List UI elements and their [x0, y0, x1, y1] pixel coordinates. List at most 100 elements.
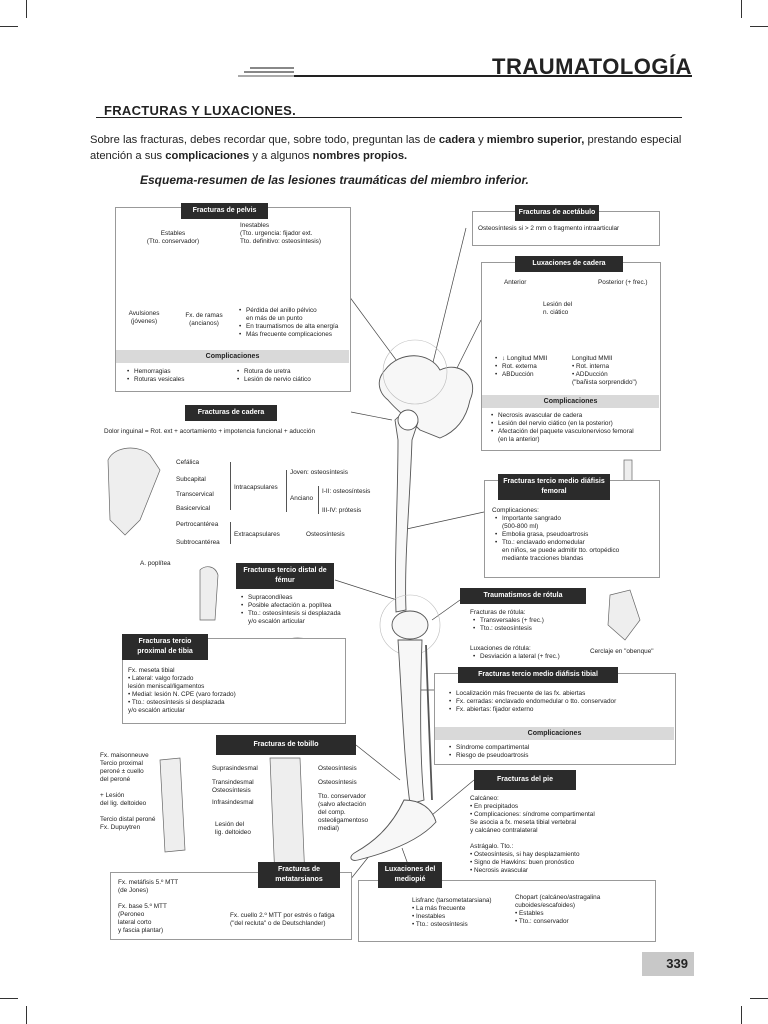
- acetabulum-text: Osteosíntesis si > 2 mm o fragmento intr…: [478, 225, 620, 232]
- list-item: Localización más frecuente de las fx. ab…: [449, 690, 680, 698]
- midfoot-title: Luxaciones del mediopié: [378, 862, 442, 888]
- ankle-infrasyndesmal: Infrasindesmal: [212, 799, 254, 806]
- ankle-conservative: Tto. conservador (salvo afectación del c…: [318, 793, 369, 832]
- femur-shaft-list: Importante sangrado (500-800 ml) Embolia…: [494, 515, 664, 563]
- list-item: Importante sangrado (500-800 ml): [495, 515, 664, 531]
- list-item: Necrosis avascular de cadera: [491, 412, 668, 420]
- pelvis-unstable: Inestables (Tto. urgencia: fijador ext. …: [240, 222, 321, 245]
- list-item: Síndrome compartimental: [449, 744, 656, 752]
- hip-luxation-title: Luxaciones de cadera: [515, 256, 623, 272]
- list-item: Lesión de nervio ciático: [237, 376, 354, 384]
- ankle-fractures-title: Fracturas de tobillo: [216, 735, 356, 755]
- distal-femur-list: Supracondíleas Posible afectación a. pop…: [240, 594, 378, 626]
- list-item: Roturas vesicales: [127, 376, 234, 384]
- metatarsal-base: Fx. base 5.º MTT (Peroneo lateral corto …: [118, 903, 167, 934]
- schema-title: Esquema-resumen de las lesiones traumáti…: [140, 173, 529, 187]
- patella-lux-label: Luxaciones de rótula:: [470, 645, 531, 652]
- femur-shaft-comp-label: Complicaciones:: [492, 507, 539, 514]
- hip-fx-intracapsular: Intracapsulares: [234, 484, 278, 491]
- patella-lux-list: Desviación a lateral (+ frec.): [472, 653, 600, 661]
- list-item: Desviación a lateral (+ frec.): [473, 653, 600, 661]
- tibia-proximal-text: Fx. meseta tibial • Lateral: valgo forza…: [128, 667, 236, 714]
- header-rule: [294, 75, 692, 77]
- femur-shaft-title: Fracturas tercio medio diáfisis femoral: [498, 474, 610, 500]
- bracket-line: [286, 470, 287, 512]
- hip-fx-label: Subcapital: [176, 476, 206, 483]
- tibia-mid-list: Localización más frecuente de las fx. ab…: [448, 690, 680, 714]
- hip-fractures-title: Fracturas de cadera: [185, 405, 277, 421]
- pelvis-complications-title: Complicaciones: [116, 350, 349, 363]
- list-item: Lesión del nervio ciático (en la posteri…: [491, 420, 668, 428]
- section-title: FRACTURAS Y LUXACIONES.: [104, 103, 297, 118]
- distal-femur-title: Fracturas tercio distal de fémur: [236, 563, 334, 589]
- ankle-suprasyndesmal: Suprasindesmal: [212, 765, 258, 772]
- patella-fx-label: Fracturas de rótula:: [470, 609, 526, 616]
- metatarsal-jones: Fx. metáfisis 5.º MTT (de Jones): [118, 879, 179, 894]
- list-item: Embolia grasa, pseudoartrosis: [495, 531, 664, 539]
- list-item: Rot. externa: [495, 363, 572, 371]
- foot-fractures-text: Calcáneo: • En precipitados • Complicaci…: [470, 795, 595, 874]
- header-stripe: [250, 67, 294, 69]
- patella-title: Traumatismos de rótula: [460, 588, 586, 604]
- midfoot-box: [358, 880, 656, 942]
- hip-luxation-posterior-list: Longitud MMII • Rot. interna • ADDucción…: [572, 355, 637, 386]
- metatarsal-neck: Fx. cuello 2.º MTT por estrés o fatiga (…: [230, 912, 335, 927]
- list-item: En traumatismos de alta energía: [239, 323, 356, 331]
- ankle-deltoid-lesion: Lesión del lig. deltoideo: [215, 821, 251, 836]
- hip-fx-extracapsular: Extracapsulares: [234, 531, 280, 538]
- bracket-line: [230, 462, 231, 510]
- ankle-osteo-2: Osteosíntesis: [318, 779, 357, 786]
- crop-mark: [741, 1006, 742, 1024]
- list-item: ABDucción: [495, 371, 572, 379]
- metatarsal-title: Fracturas de metatarsianos: [258, 862, 340, 888]
- page-number: 339: [642, 952, 694, 976]
- crop-mark: [0, 998, 18, 999]
- hip-fx-label: Subtrocantérea: [176, 539, 220, 546]
- list-item: Fx. abiertas: fijador externo: [449, 706, 680, 714]
- hip-fx-elderly: Anciano: [290, 495, 314, 502]
- list-item: Rotura de uretra: [237, 368, 354, 376]
- bracket-line: [230, 522, 231, 544]
- crop-mark: [750, 998, 768, 999]
- crop-mark: [26, 1006, 27, 1024]
- list-item: Tto.: osteosíntesis: [473, 625, 590, 633]
- hip-fx-extra-treatment: Osteosíntesis: [306, 531, 345, 538]
- pelvis-stable: Estables (Tto. conservador): [146, 230, 200, 245]
- hip-luxation-anterior: Anterior: [504, 279, 527, 286]
- patella-fx-list: Transversales (+ frec.) Tto.: osteosínte…: [472, 617, 590, 633]
- hip-luxation-complications: Necrosis avascular de cadera Lesión del …: [490, 412, 668, 444]
- tibia-mid-complications-title: Complicaciones: [435, 727, 674, 740]
- acetabulum-title: Fracturas de acetábulo: [515, 205, 599, 221]
- header-stripe: [238, 75, 294, 77]
- list-item: Pérdida del anillo pélvico en más de un …: [239, 307, 356, 323]
- crop-mark: [741, 0, 742, 18]
- list-item: Fx. cerradas: enclavado endomedular o tt…: [449, 698, 680, 706]
- list-item: Hemorragias: [127, 368, 234, 376]
- hip-fx-grade12: I-II: osteosíntesis: [322, 488, 371, 495]
- hip-fx-label: Basicervical: [176, 505, 211, 512]
- list-item: ↓ Longitud MMII: [495, 355, 572, 363]
- header-stripe: [244, 71, 294, 73]
- hip-luxation-anterior-list: ↓ Longitud MMII Rot. externa ABDucción: [494, 355, 572, 379]
- crop-mark: [26, 0, 27, 18]
- list-item: Riesgo de pseudoartrosis: [449, 752, 656, 760]
- tibia-proximal-title: Fracturas tercio proximal de tibia: [122, 634, 208, 660]
- popliteal-artery-label: A. poplítea: [140, 560, 171, 567]
- hip-fractures-pain: Dolor inguinal = Rot. ext + acortamiento…: [104, 428, 316, 435]
- pelvis-fractures-title: Fracturas de pelvis: [181, 203, 268, 219]
- list-item: Tto.: enclavado endomedular en niños, se…: [495, 539, 664, 563]
- crop-mark: [750, 26, 768, 27]
- hip-fx-label: Transcervical: [176, 491, 214, 498]
- midfoot-lisfranc: Lisfranc (tarsometatarsiana) • La más fr…: [412, 897, 492, 928]
- pelvis-unstable-points: Pérdida del anillo pélvico en más de un …: [238, 307, 356, 339]
- chapter-title: TRAUMATOLOGÍA: [492, 54, 692, 79]
- list-item: Supracondíleas: [241, 594, 378, 602]
- ankle-transyndesmal: Transindesmal Osteosíntesis: [212, 779, 254, 794]
- pelvis-rami: Fx. de ramas (ancianos): [185, 312, 223, 327]
- crop-mark: [0, 26, 18, 27]
- hip-fx-grade34: III-IV: prótesis: [322, 507, 362, 514]
- tibia-mid-title: Fracturas tercio medio diáfisis tibial: [458, 667, 618, 683]
- intro-paragraph: Sobre las fracturas, debes recordar que,…: [90, 134, 682, 162]
- hip-luxation-complications-title: Complicaciones: [482, 395, 659, 408]
- pelvis-complications-left: Hemorragias Roturas vesicales: [126, 368, 234, 384]
